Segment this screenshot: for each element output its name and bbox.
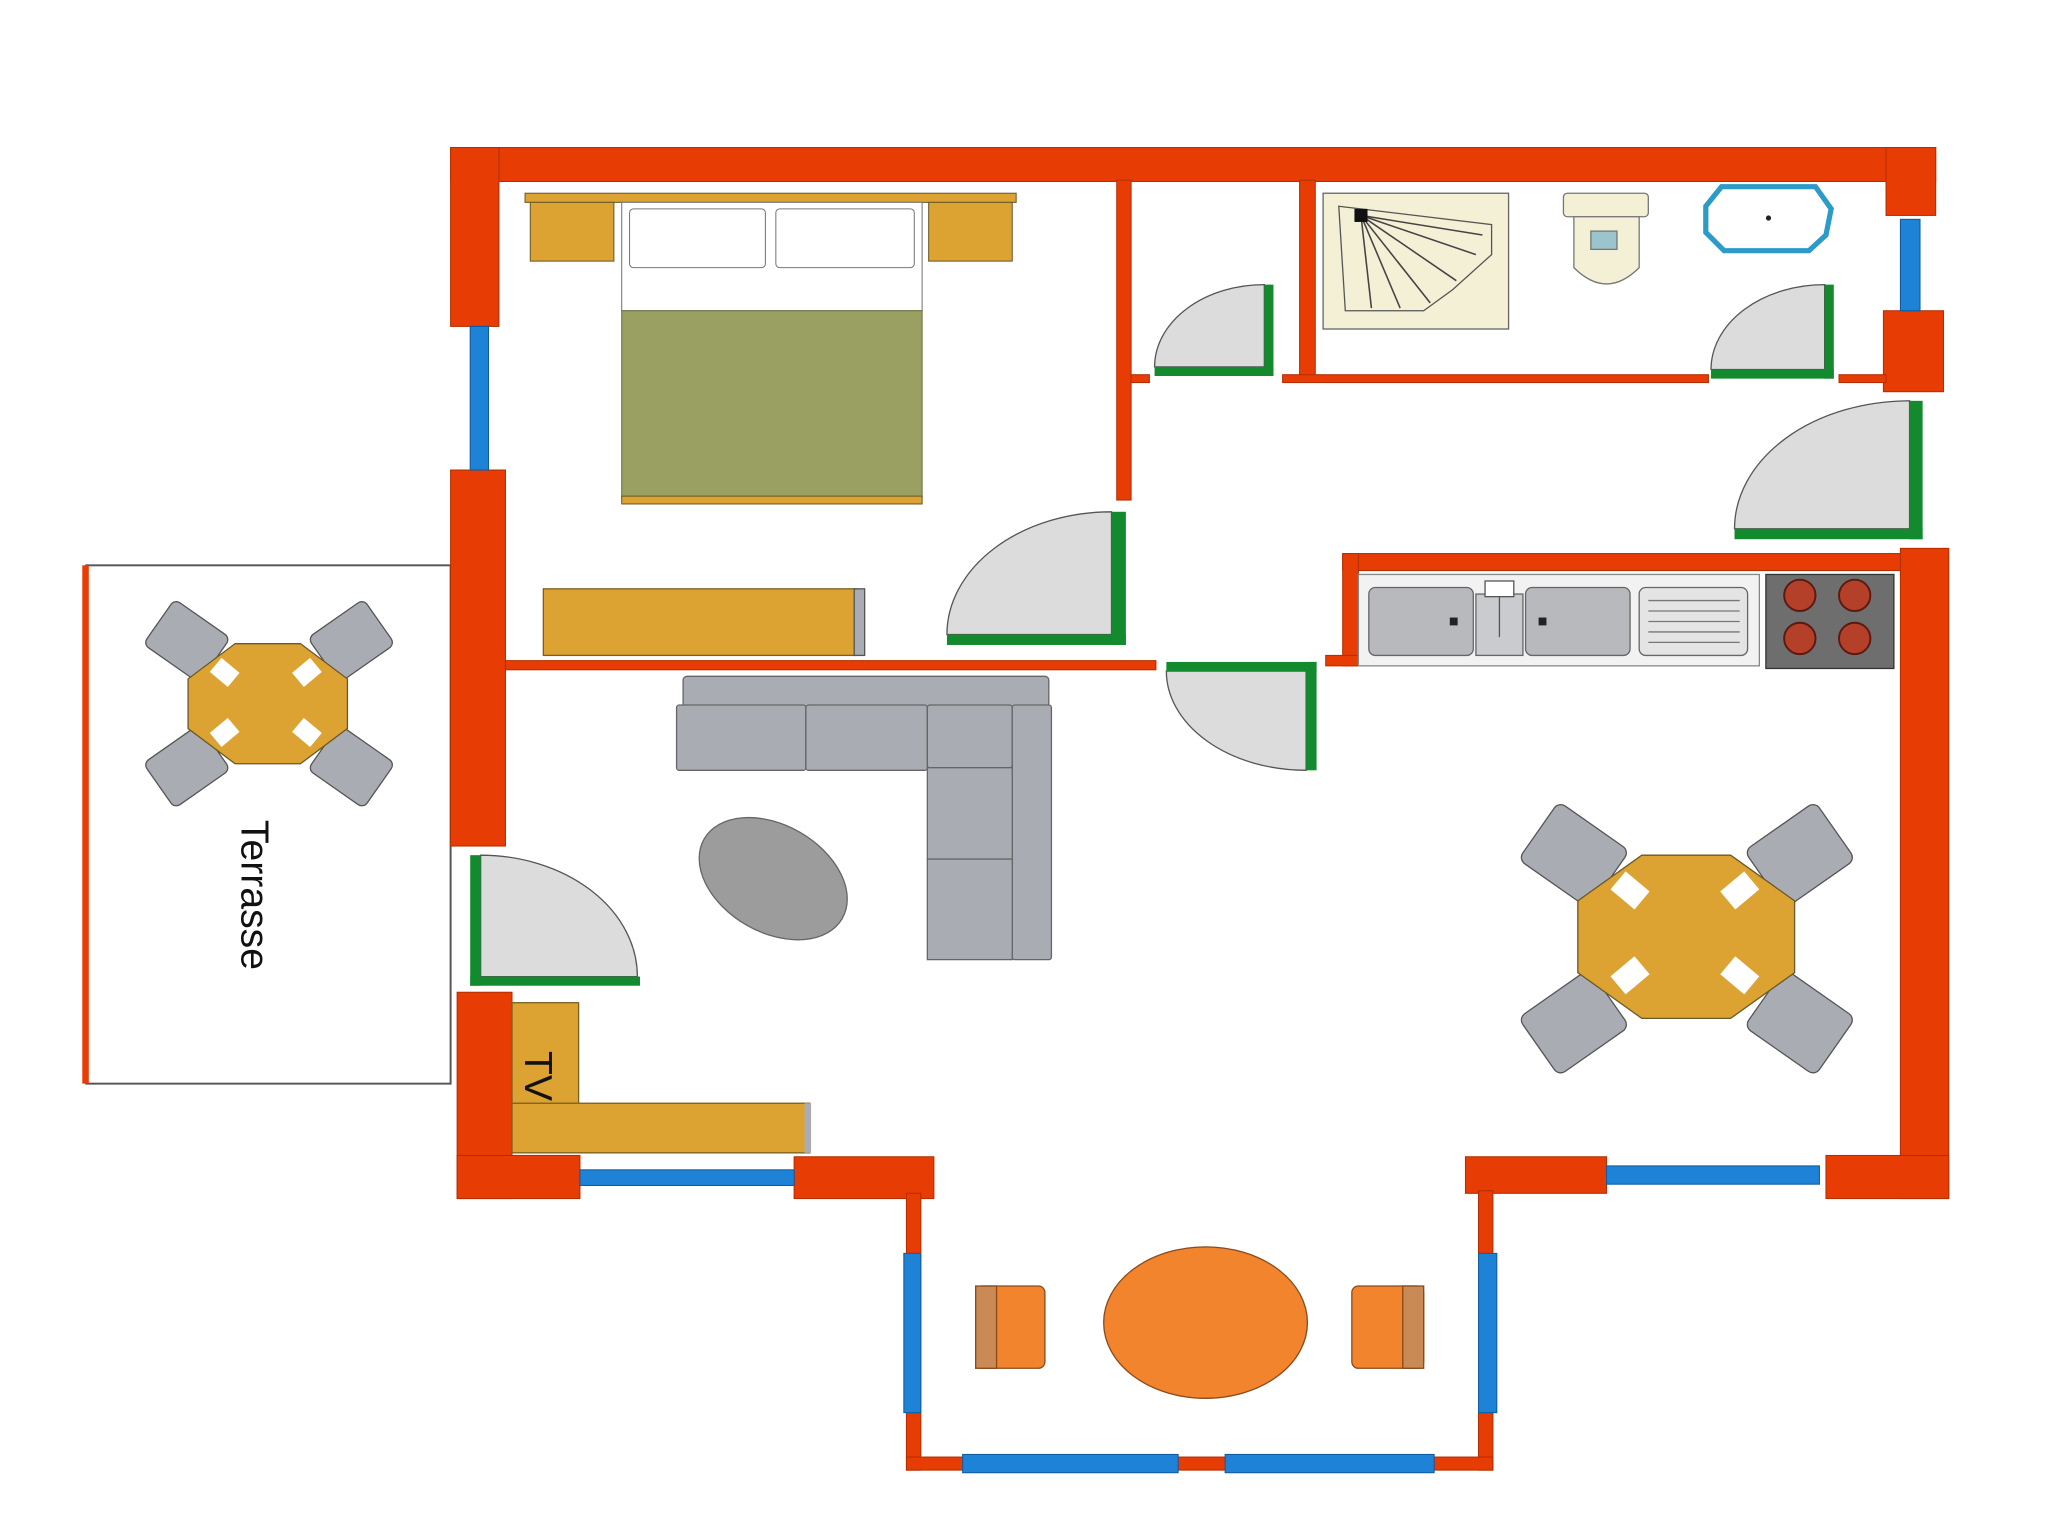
wall-closet-bottom	[1130, 374, 1150, 384]
dining-table	[1577, 854, 1796, 1020]
burner	[1838, 621, 1872, 656]
door-bathroom[interactable]	[1710, 283, 1834, 379]
sink-left	[1368, 586, 1474, 657]
door-hall[interactable]	[1733, 400, 1923, 540]
bed	[524, 192, 1017, 505]
wall-bedroom-closet	[1116, 179, 1132, 501]
stove	[1765, 573, 1895, 670]
door-bedroom[interactable]	[946, 511, 1126, 645]
walls	[450, 147, 1950, 1471]
wall-bedroom-bottom	[504, 660, 1157, 671]
duvet	[621, 310, 923, 498]
window-living-bottom	[579, 1169, 795, 1187]
burner	[1783, 621, 1817, 656]
wall-top	[450, 147, 1937, 183]
bed-foot	[621, 495, 923, 505]
sink-right	[1524, 586, 1631, 657]
stool-right	[1351, 1285, 1425, 1369]
wall-bottom-right	[1825, 1154, 1950, 1200]
chair	[1520, 971, 1627, 1074]
headboard	[524, 192, 1017, 203]
window-bay-bottom-1	[962, 1453, 1179, 1474]
tv-unit: TV	[511, 1002, 812, 1154]
wall-top-right-end	[1885, 147, 1937, 216]
burner	[1838, 578, 1872, 613]
shower	[1322, 192, 1510, 330]
door-entrance[interactable]	[470, 854, 640, 986]
chair	[1746, 971, 1853, 1074]
pillow-left	[629, 208, 766, 269]
wall-bath-bottom-right	[1838, 374, 1887, 384]
window-bath	[1899, 218, 1921, 312]
washbasin	[1703, 184, 1834, 254]
wall-right	[1899, 547, 1950, 1200]
wall-closet-bath	[1299, 179, 1316, 380]
desk	[542, 588, 866, 657]
wall-bay-left-block	[793, 1156, 935, 1200]
nightstand-right	[928, 201, 1013, 262]
wall-right-block	[1882, 310, 1945, 393]
corner-sofa	[675, 675, 1053, 961]
wall-kitchen-top	[1342, 553, 1908, 572]
wall-kitchen-left	[1342, 553, 1359, 667]
dining-set	[1520, 804, 1853, 1074]
wall-bay-right-block	[1464, 1156, 1608, 1194]
stool-left	[975, 1285, 1046, 1369]
wall-left-middle	[450, 469, 506, 847]
doors	[470, 283, 1923, 986]
kitchen-counter	[1357, 573, 1760, 667]
windows	[469, 218, 1921, 1474]
drain-board	[1638, 586, 1749, 657]
wall-bath-bottom	[1282, 374, 1709, 384]
faucet-icon	[1484, 580, 1515, 638]
terrace-label: Terrasse	[233, 820, 276, 970]
burner	[1783, 578, 1817, 613]
window-bedroom	[469, 325, 490, 471]
door-closet[interactable]	[1153, 283, 1274, 377]
toilet	[1562, 192, 1649, 285]
wall-left-upper	[450, 147, 500, 327]
wall-bottom-left	[456, 1154, 581, 1200]
window-bay-left	[903, 1252, 922, 1414]
wall-kitchen-stub	[1325, 654, 1359, 667]
window-bay-bottom-2	[1224, 1453, 1435, 1474]
rug	[698, 816, 848, 941]
window-dining-bottom	[1606, 1165, 1820, 1185]
bay-nook	[975, 1246, 1425, 1399]
pillow-right	[775, 208, 915, 269]
nightstand-left	[529, 201, 615, 262]
window-bay-right	[1478, 1252, 1498, 1414]
terrace-dining-set	[145, 601, 393, 807]
bay-table	[1103, 1246, 1309, 1399]
door-kitchen[interactable]	[1165, 661, 1317, 771]
tv-label: TV	[516, 1051, 559, 1101]
terrace-table	[187, 643, 349, 765]
